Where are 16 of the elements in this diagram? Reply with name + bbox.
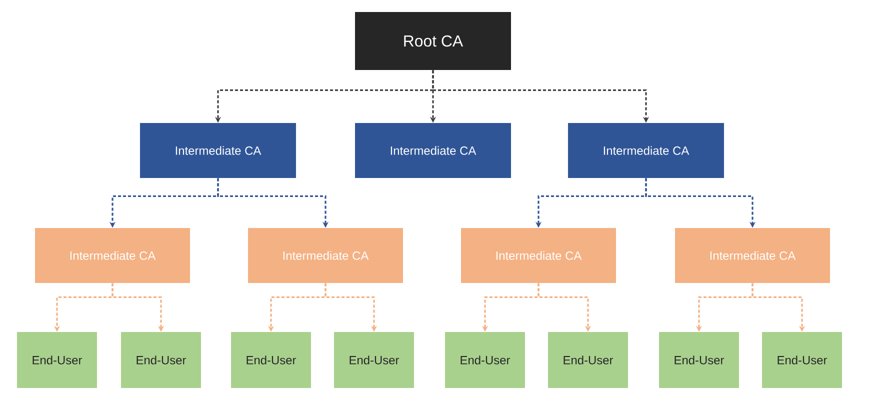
- end-user-box: End-User: [659, 332, 739, 388]
- end-user-box: End-User: [17, 332, 97, 388]
- end-user-box: End-User: [231, 332, 311, 388]
- root-box: Root CA: [355, 12, 511, 70]
- end-user-box: End-User: [762, 332, 842, 388]
- end-user-box: End-User: [334, 332, 414, 388]
- intermediate-box: Intermediate CA: [248, 228, 403, 283]
- end-user-box: End-User: [445, 332, 525, 388]
- intermediate-box: Intermediate CA: [140, 123, 296, 178]
- intermediate-box: Intermediate CA: [35, 228, 190, 283]
- intermediate-box: Intermediate CA: [675, 228, 830, 283]
- end-user-box: End-User: [121, 332, 201, 388]
- intermediate-box: Intermediate CA: [461, 228, 616, 283]
- end-user-box: End-User: [548, 332, 628, 388]
- intermediate-box: Intermediate CA: [568, 123, 724, 178]
- intermediate-box: Intermediate CA: [355, 123, 511, 178]
